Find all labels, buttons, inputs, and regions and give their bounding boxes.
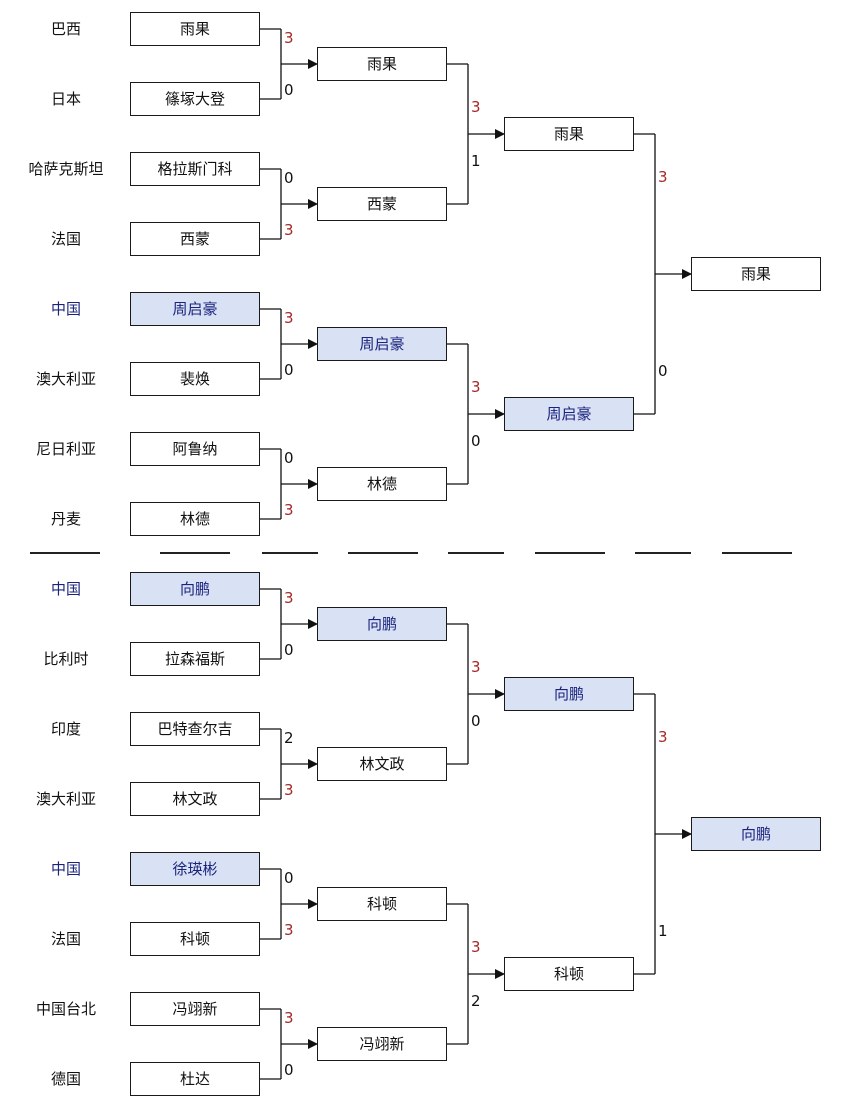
country-label: 澳大利亚 bbox=[35, 370, 96, 388]
half-separator bbox=[160, 552, 230, 554]
half-separator bbox=[722, 552, 792, 554]
winner-score: 3 bbox=[284, 221, 294, 239]
player-box-round3[interactable]: 向鹏 bbox=[504, 677, 634, 711]
player-box-round2[interactable]: 周启豪 bbox=[317, 327, 447, 361]
player-box-round1[interactable]: 巴特查尔吉 bbox=[130, 712, 260, 746]
player-box-round2[interactable]: 林德 bbox=[317, 467, 447, 501]
loser-score: 0 bbox=[284, 81, 294, 99]
half-separator bbox=[635, 552, 691, 554]
player-box-winner[interactable]: 雨果 bbox=[691, 257, 821, 291]
winner-score: 3 bbox=[471, 658, 481, 676]
loser-score: 0 bbox=[284, 361, 294, 379]
player-box-round1[interactable]: 雨果 bbox=[130, 12, 260, 46]
player-box-round1[interactable]: 林德 bbox=[130, 502, 260, 536]
country-label: 中国 bbox=[50, 580, 81, 598]
player-box-round1[interactable]: 林文政 bbox=[130, 782, 260, 816]
winner-score: 3 bbox=[471, 98, 481, 116]
loser-score: 0 bbox=[658, 362, 668, 380]
player-box-round2[interactable]: 科顿 bbox=[317, 887, 447, 921]
loser-score: 2 bbox=[284, 729, 294, 747]
country-label: 日本 bbox=[50, 90, 81, 108]
player-box-round2[interactable]: 冯翊新 bbox=[317, 1027, 447, 1061]
country-label: 丹麦 bbox=[50, 510, 81, 528]
loser-score: 0 bbox=[284, 641, 294, 659]
player-box-round1[interactable]: 拉森福斯 bbox=[130, 642, 260, 676]
player-box-round3[interactable]: 科顿 bbox=[504, 957, 634, 991]
player-box-round2[interactable]: 向鹏 bbox=[317, 607, 447, 641]
country-label: 中国 bbox=[50, 860, 81, 878]
country-label: 印度 bbox=[50, 720, 81, 738]
player-box-round2[interactable]: 雨果 bbox=[317, 47, 447, 81]
loser-score: 0 bbox=[284, 869, 294, 887]
player-box-winner[interactable]: 向鹏 bbox=[691, 817, 821, 851]
country-label: 哈萨克斯坦 bbox=[28, 160, 104, 178]
loser-score: 2 bbox=[471, 992, 481, 1010]
country-label: 法国 bbox=[50, 930, 81, 948]
winner-score: 3 bbox=[284, 1009, 294, 1027]
half-separator bbox=[262, 552, 318, 554]
winner-score: 3 bbox=[284, 309, 294, 327]
country-label: 中国台北 bbox=[35, 1000, 96, 1018]
player-box-round1[interactable]: 冯翊新 bbox=[130, 992, 260, 1026]
country-label: 德国 bbox=[50, 1070, 81, 1088]
half-separator bbox=[30, 552, 100, 554]
half-separator bbox=[535, 552, 605, 554]
winner-score: 3 bbox=[471, 938, 481, 956]
country-label: 尼日利亚 bbox=[35, 440, 96, 458]
loser-score: 0 bbox=[284, 449, 294, 467]
player-box-round1[interactable]: 科顿 bbox=[130, 922, 260, 956]
winner-score: 3 bbox=[658, 168, 668, 186]
player-box-round2[interactable]: 林文政 bbox=[317, 747, 447, 781]
country-label: 中国 bbox=[50, 300, 81, 318]
player-box-round3[interactable]: 雨果 bbox=[504, 117, 634, 151]
loser-score: 0 bbox=[471, 712, 481, 730]
player-box-round1[interactable]: 徐瑛彬 bbox=[130, 852, 260, 886]
winner-score: 3 bbox=[284, 501, 294, 519]
player-box-round1[interactable]: 阿鲁纳 bbox=[130, 432, 260, 466]
player-box-round1[interactable]: 裴焕 bbox=[130, 362, 260, 396]
winner-score: 3 bbox=[658, 728, 668, 746]
country-label: 巴西 bbox=[50, 20, 81, 38]
player-box-round1[interactable]: 篠塚大登 bbox=[130, 82, 260, 116]
loser-score: 0 bbox=[284, 169, 294, 187]
winner-score: 3 bbox=[284, 29, 294, 47]
loser-score: 0 bbox=[284, 1061, 294, 1079]
half-separator bbox=[348, 552, 418, 554]
half-separator bbox=[448, 552, 504, 554]
loser-score: 1 bbox=[658, 922, 668, 940]
player-box-round1[interactable]: 格拉斯门科 bbox=[130, 152, 260, 186]
loser-score: 1 bbox=[471, 152, 481, 170]
country-label: 澳大利亚 bbox=[35, 790, 96, 808]
winner-score: 3 bbox=[284, 921, 294, 939]
player-box-round3[interactable]: 周启豪 bbox=[504, 397, 634, 431]
player-box-round2[interactable]: 西蒙 bbox=[317, 187, 447, 221]
country-label: 比利时 bbox=[43, 650, 89, 668]
country-label: 法国 bbox=[50, 230, 81, 248]
winner-score: 3 bbox=[284, 781, 294, 799]
player-box-round1[interactable]: 周启豪 bbox=[130, 292, 260, 326]
loser-score: 0 bbox=[471, 432, 481, 450]
winner-score: 3 bbox=[284, 589, 294, 607]
player-box-round1[interactable]: 向鹏 bbox=[130, 572, 260, 606]
player-box-round1[interactable]: 西蒙 bbox=[130, 222, 260, 256]
winner-score: 3 bbox=[471, 378, 481, 396]
player-box-round1[interactable]: 杜达 bbox=[130, 1062, 260, 1096]
